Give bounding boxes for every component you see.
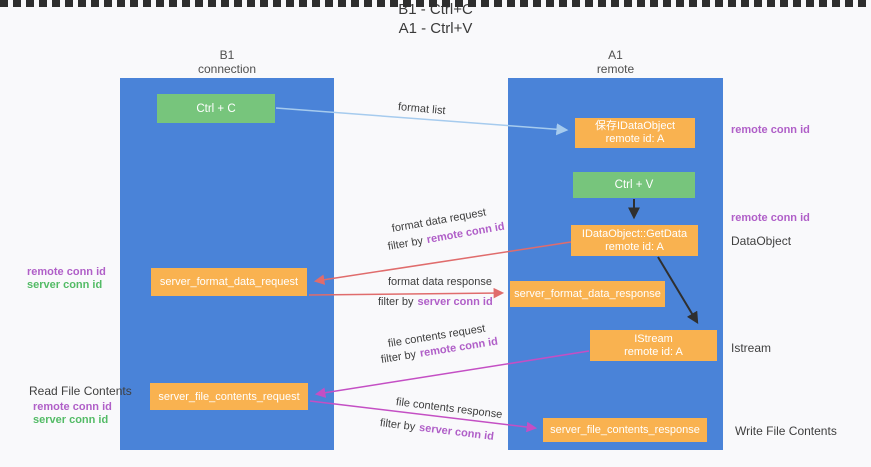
save-dataobject-line2: remote id: A [605,133,665,145]
format-data-response-label: format data response [388,276,492,288]
ctrl-c-label: Ctrl + C [196,102,236,115]
remote-conn-id-right-top: remote conn id [731,124,810,136]
getdata-line1: IDataObject::GetData [581,227,688,240]
server-conn-id-text: server conn id [417,296,493,308]
istream-box: IStream remote id: A [590,330,717,361]
lane-a1-name: A1 [608,48,623,62]
server-format-data-request-box: server_format_data_request [151,268,307,296]
lane-header-a1: A1 remote [508,48,723,76]
istream-line2: remote id: A [624,345,683,358]
arrow-file-contents-request [314,350,590,398]
arrow-format-data-request [313,241,572,285]
server-file-contents-request-box: server_file_contents_request [150,383,308,410]
read-file-contents-label: Read File Contents [29,384,132,398]
server-format-data-response-box: server_format_data_response [510,281,665,307]
arrow-format-data-response [308,287,505,299]
getdata-line2: remote id: A [605,240,664,253]
remote-conn-id-right-mid: remote conn id [731,212,810,224]
dataobject-label: DataObject [731,234,792,248]
istream-side-label: Istream [731,341,772,355]
save-dataobject-line1: 保存IDataObject [594,120,676,132]
server-file-contents-response-label: server_file_contents_response [550,424,700,436]
save-dataobject-box: 保存IDataObject remote id: A [575,118,695,148]
istream-line1: IStream [634,332,673,345]
idataobject-getdata-box: IDataObject::GetData remote id: A [571,225,698,256]
title-line-2: A1 - Ctrl+V [398,20,473,37]
server-file-contents-response-box: server_file_contents_response [543,418,707,442]
remote-conn-id-left-bottom: remote conn id [33,401,112,413]
ctrl-c-box: Ctrl + C [157,94,275,123]
lane-a1-role: remote [596,62,635,76]
server-conn-id-left-bottom: server conn id [33,414,109,426]
lane-b1-role: connection [197,62,257,76]
server-file-contents-request-label: server_file_contents_request [158,390,300,403]
arrow-getdata-to-istream [657,256,699,325]
remote-conn-id-left-mid: remote conn id [27,266,106,278]
ctrl-v-box: Ctrl + V [573,172,695,198]
server-format-data-response-label: server_format_data_response [514,288,661,300]
filter-by-server-conn-id-label-1: filter by server conn id [378,296,493,308]
server-format-data-request-label: server_format_data_request [159,276,299,288]
arrow-format-list [275,107,569,136]
write-file-contents-label: Write File Contents [735,424,837,438]
session-divider-dashed-line [0,0,871,7]
lane-header-b1: B1 connection [120,48,334,76]
arrow-file-contents-response [309,400,538,433]
filter-by-text: filter by [378,296,414,308]
ctrl-v-label: Ctrl + V [614,179,654,191]
lane-b1-name: B1 [219,48,235,62]
server-conn-id-left-mid: server conn id [27,279,103,291]
